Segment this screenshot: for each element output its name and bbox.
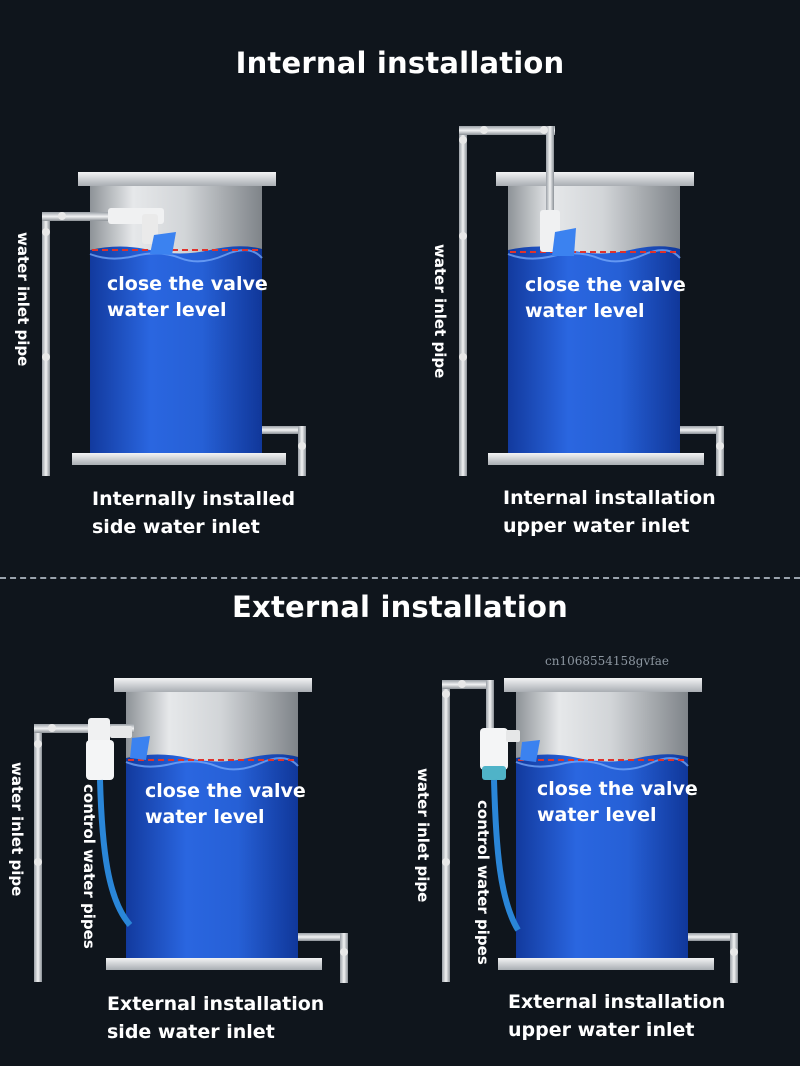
tank-lid [78,172,276,186]
panel-internal-side [42,172,306,476]
tank-lid [504,678,702,692]
tank-label-line1: close the valve [537,778,698,800]
caption-line1: External installation [508,991,726,1013]
watermark-text: cn1068554158gvfae [545,654,669,668]
control-hose [491,779,521,932]
control-hose [97,779,133,927]
external-installation-title: External installation [232,590,568,624]
valve-float [130,736,150,760]
outlet-pipe [680,426,720,434]
water-fill [516,754,688,960]
panel-caption: Internal installation upper water inlet [503,484,716,540]
valve-float [520,740,540,762]
control-pipe-label: control water pipes [474,800,492,965]
valve-float [552,228,576,256]
tank-label: close the valve water level [525,272,686,324]
panel-caption: External installation side water inlet [107,990,324,1046]
caption-line2: upper water inlet [503,515,690,537]
tank-label-line2: water level [145,806,265,828]
tank-label-line1: close the valve [107,273,268,295]
inlet-pipe-label: water inlet pipe [8,762,26,897]
float-valve [86,740,114,780]
caption-line2: upper water inlet [508,1019,695,1041]
tank-label-line2: water level [525,300,645,322]
caption-line1: Internally installed [92,488,296,510]
tank-base [106,958,322,970]
tank-label: close the valve water level [145,778,306,830]
caption-line2: side water inlet [92,516,260,538]
tank-base [72,453,286,465]
panel-caption: Internally installed side water inlet [92,485,295,541]
outlet-pipe [298,933,344,941]
tank-label-line2: water level [107,299,227,321]
caption-line2: side water inlet [107,1021,275,1043]
inlet-pipe-label: water inlet pipe [14,232,32,367]
inlet-pipe [42,218,50,476]
inlet-pipe [34,730,42,982]
panel-internal-upper [459,126,724,476]
outlet-pipe [688,933,734,941]
float-valve [480,728,508,770]
water-fill [508,246,680,455]
tank-label-line1: close the valve [525,274,686,296]
inlet-pipe-label: water inlet pipe [431,244,449,379]
tank-lid [114,678,312,692]
caption-line1: External installation [107,993,325,1015]
tank-label-line1: close the valve [145,780,306,802]
internal-installation-title: Internal installation [235,46,565,80]
tank-base [488,453,704,465]
caption-line1: Internal installation [503,487,716,509]
control-pipe-label: control water pipes [80,784,98,949]
tank-base [498,958,714,970]
valve-float [150,232,176,255]
section-divider [0,577,800,579]
water-fill [90,246,262,455]
inlet-pipe [442,686,450,982]
tank-lid [496,172,694,186]
tank-label: close the valve water level [107,271,268,323]
panel-external-side [34,678,348,983]
water-fill [126,754,298,960]
tank-label: close the valve water level [537,776,698,828]
inlet-pipe-label: water inlet pipe [414,768,432,903]
panel-caption: External installation upper water inlet [508,988,725,1044]
inlet-pipe [459,132,467,476]
outlet-pipe [262,426,302,434]
panel-external-upper [442,678,738,983]
tank-label-line2: water level [537,804,657,826]
